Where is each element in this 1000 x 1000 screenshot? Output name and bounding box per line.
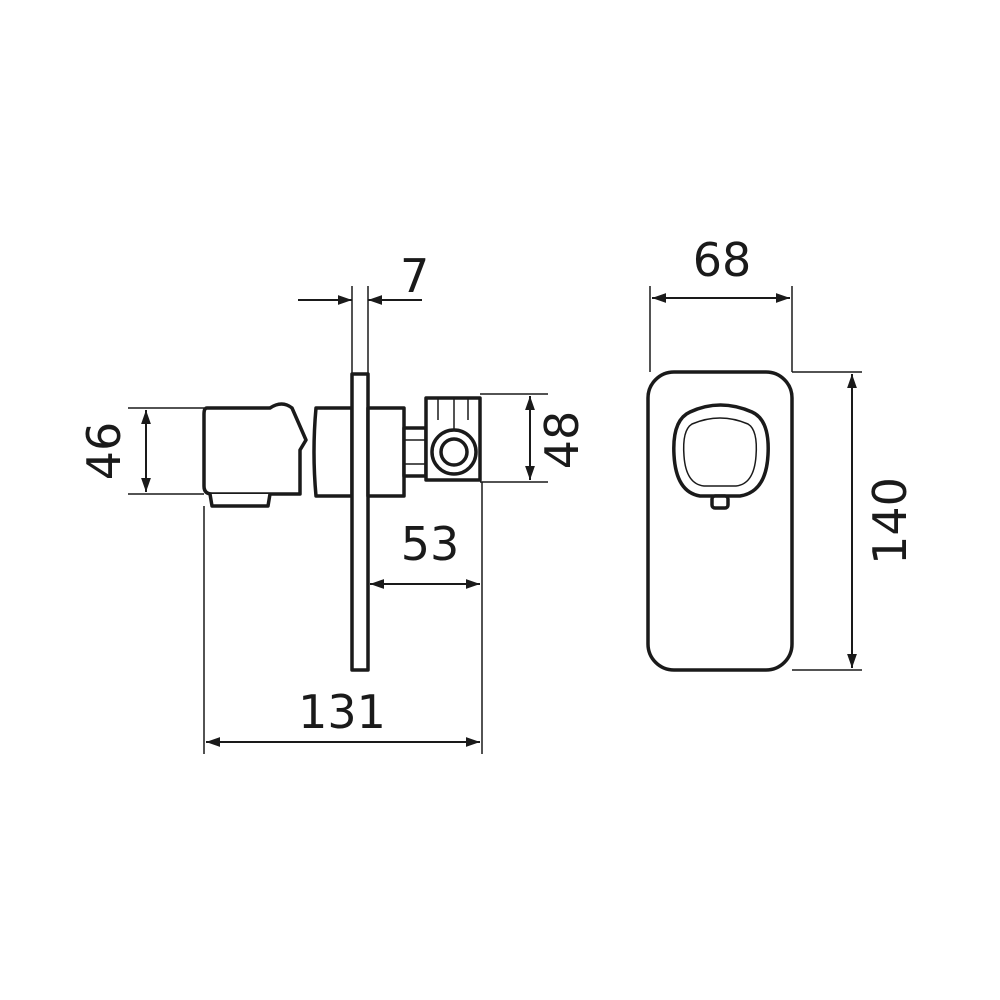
dim-plate-width: 68 — [649, 233, 793, 372]
dim-overall-depth: 131 — [203, 506, 480, 754]
side-view — [202, 372, 482, 672]
dim-label-plate-height: 140 — [863, 477, 917, 565]
dim-label-rear-depth: 53 — [401, 517, 460, 571]
dim-connector-height: 48 — [480, 393, 589, 483]
wall-plate-side — [350, 372, 370, 672]
dim-label-plate-width: 68 — [693, 233, 752, 287]
rear-body — [366, 406, 406, 498]
handle-body — [202, 402, 308, 496]
dim-label-body-height: 46 — [77, 422, 131, 481]
valve-cartridge — [312, 406, 354, 498]
lever-tab — [710, 494, 730, 510]
dim-body-height: 46 — [77, 407, 204, 495]
dim-label-connector-height: 48 — [535, 411, 589, 470]
lever-handle-front — [672, 403, 770, 498]
connector-stem — [402, 426, 428, 478]
handle-lip — [208, 493, 272, 508]
dim-rear-depth: 53 — [370, 482, 483, 754]
dim-plate-height: 140 — [792, 371, 917, 671]
outlet-hole — [439, 437, 469, 467]
front-view — [646, 370, 794, 672]
dim-label-overall-depth: 131 — [298, 685, 386, 739]
dim-label-plate-thickness: 7 — [400, 249, 429, 303]
dim-plate-thickness: 7 — [298, 249, 429, 374]
